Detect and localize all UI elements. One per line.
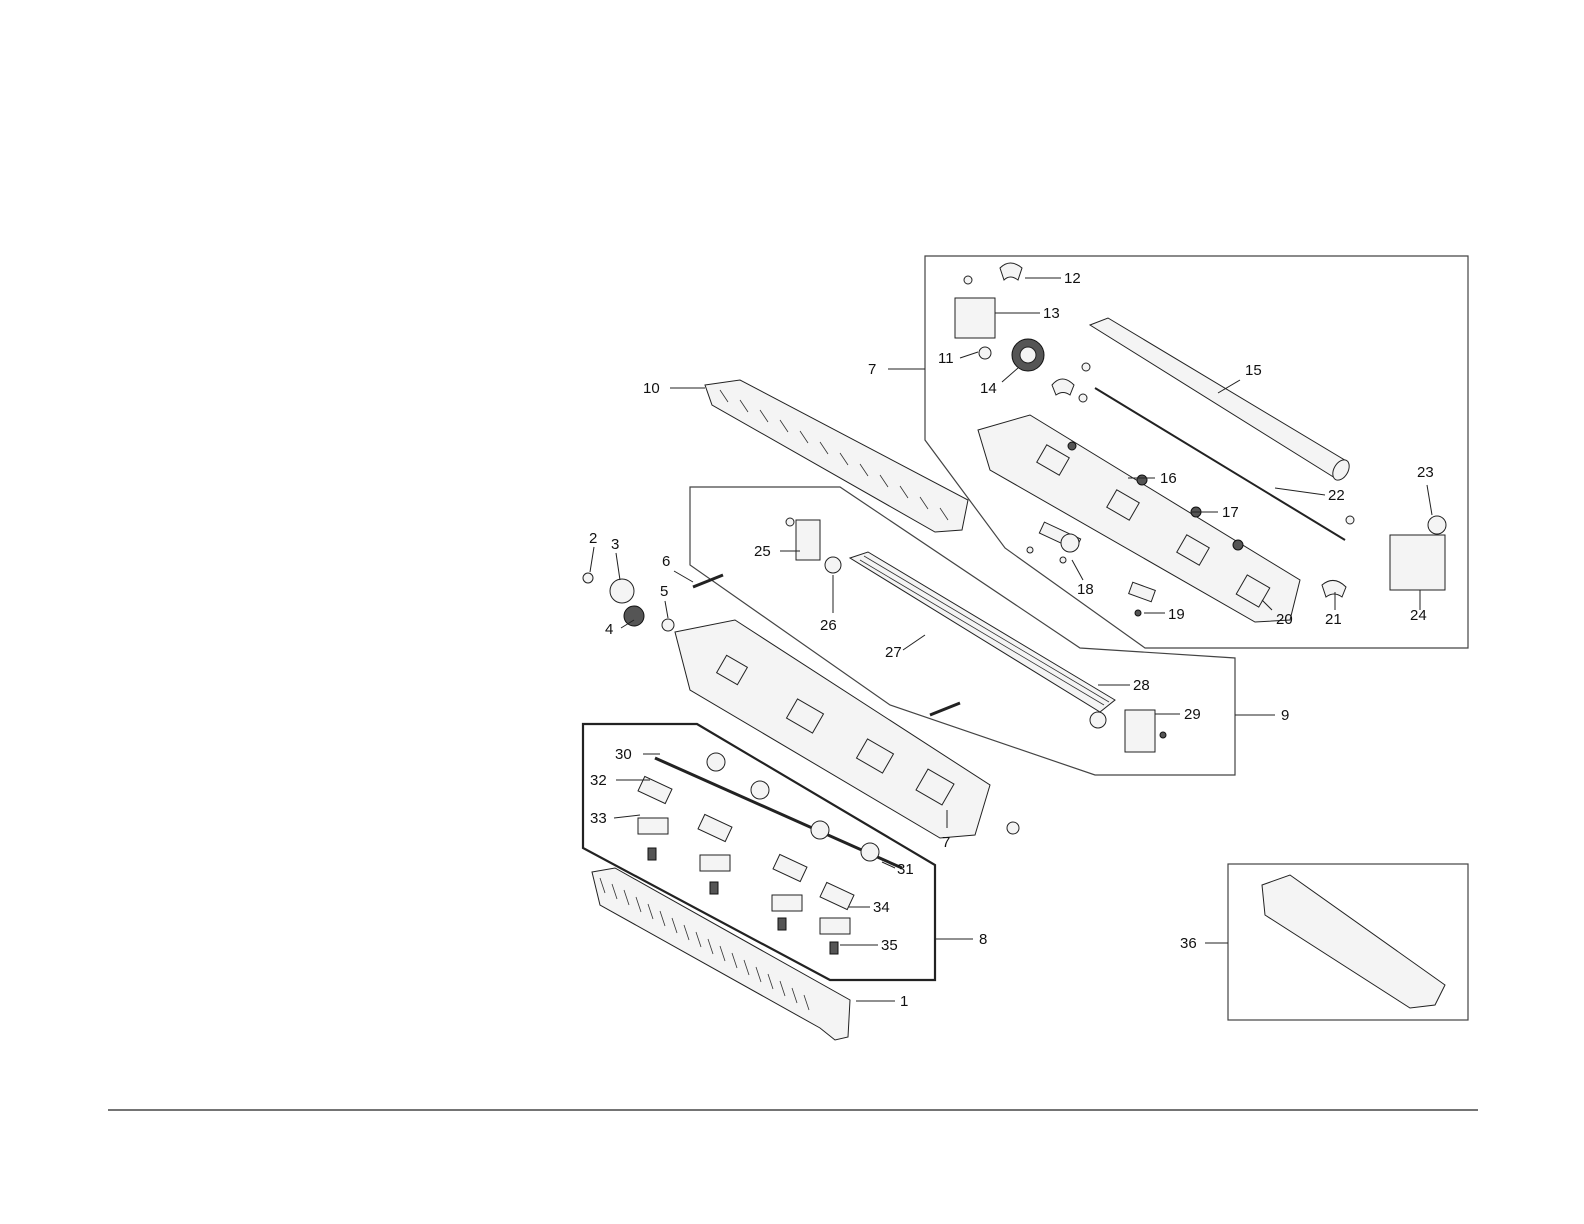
- callout-17: 17: [1222, 504, 1239, 521]
- upper-guide-part: [705, 380, 968, 532]
- callout-11: 11: [938, 350, 954, 367]
- callout-34: 34: [873, 899, 890, 916]
- callout-10: 10: [643, 380, 660, 397]
- callout-28: 28: [1133, 677, 1150, 694]
- callout-2: 2: [589, 530, 597, 547]
- callout-33: 33: [590, 810, 607, 827]
- callout-24: 24: [1410, 607, 1427, 624]
- callout-22: 22: [1328, 487, 1345, 504]
- callout-25: 25: [754, 543, 771, 560]
- callout-35: 35: [881, 937, 898, 954]
- callout-20: 20: [1276, 611, 1293, 628]
- roller-27-part: [850, 552, 1115, 712]
- callout-13: 13: [1043, 305, 1060, 322]
- callout-32: 32: [590, 772, 607, 789]
- roller-15-part: [1090, 318, 1353, 483]
- callout-18: 18: [1077, 581, 1094, 598]
- callout-26: 26: [820, 617, 837, 634]
- callout-31: 31: [897, 861, 914, 878]
- lower-guide-part: [592, 868, 850, 1040]
- callout-29: 29: [1184, 706, 1201, 723]
- callout-8: 8: [979, 931, 987, 948]
- callout-9: 9: [1281, 707, 1289, 724]
- callout-15: 15: [1245, 362, 1262, 379]
- callout-27: 27: [885, 644, 902, 661]
- callout-14: 14: [980, 380, 997, 397]
- callout-3: 3: [611, 536, 619, 553]
- callout-19: 19: [1168, 606, 1185, 623]
- callout-4: 4: [605, 621, 613, 638]
- callout-6: 6: [662, 553, 670, 570]
- callout-12: 12: [1064, 270, 1081, 287]
- callout-30: 30: [615, 746, 632, 763]
- callout-21: 21: [1325, 611, 1342, 628]
- callout-36: 36: [1180, 935, 1197, 952]
- callout-7a: 7: [868, 361, 876, 378]
- callout-16: 16: [1160, 470, 1177, 487]
- callout-1: 1: [900, 993, 908, 1010]
- callout-7b: 7: [942, 834, 950, 851]
- callout-5: 5: [660, 583, 668, 600]
- callout-23: 23: [1417, 464, 1434, 481]
